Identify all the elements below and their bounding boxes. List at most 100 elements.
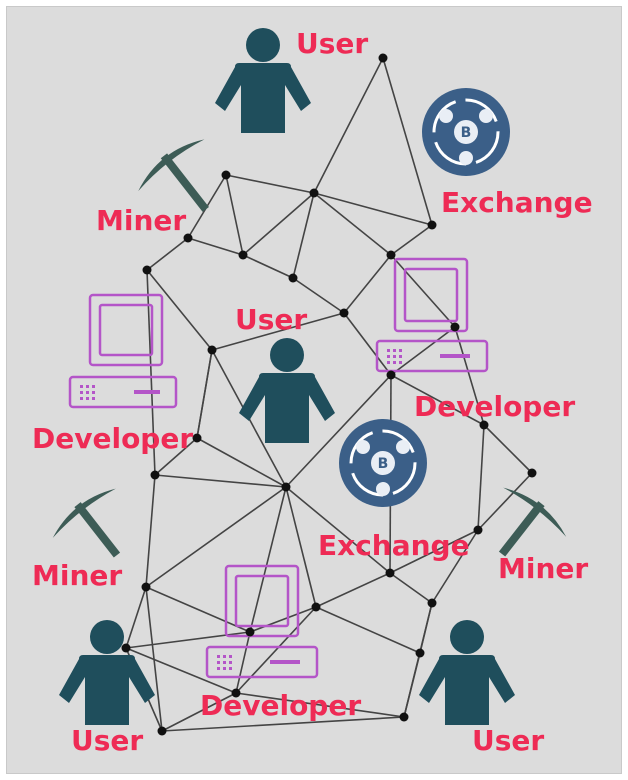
network-node (142, 265, 152, 275)
network-edges (125, 57, 533, 732)
network-node (221, 170, 231, 180)
network-node (288, 273, 298, 283)
network-edge (125, 647, 237, 694)
svg-text:B: B (461, 125, 472, 141)
network-edge (313, 192, 392, 256)
network-edge (389, 572, 433, 604)
network-node (399, 712, 409, 722)
network-node (238, 250, 248, 260)
network-node (150, 470, 160, 480)
network-node (311, 602, 321, 612)
label-developer-right: Developer (414, 390, 575, 423)
network-edge (390, 254, 456, 328)
network-edge (145, 474, 156, 588)
network-edge (235, 692, 405, 718)
label-user-center: User (235, 303, 307, 336)
network-node (141, 582, 151, 592)
label-developer-bottom: Developer (200, 689, 361, 722)
network-edge (225, 174, 315, 194)
network-edge (454, 326, 485, 426)
label-miner-right: Miner (498, 552, 588, 585)
network-edge (242, 192, 315, 256)
network-node (473, 525, 483, 535)
network-edge (390, 326, 456, 376)
network-edge (249, 486, 287, 633)
label-miner-top: Miner (96, 204, 186, 237)
computer-icon-left (68, 293, 178, 409)
network-edge (145, 586, 163, 732)
network-edge (390, 374, 485, 426)
network-edge (390, 224, 433, 256)
network-node (121, 643, 131, 653)
label-exchange-center: Exchange (318, 529, 470, 562)
network-edge (249, 606, 317, 633)
network-edge (154, 474, 287, 488)
network-node (183, 233, 193, 243)
computer-icon-bottom (205, 564, 319, 679)
network-edge (389, 529, 479, 574)
network-edge (477, 424, 485, 531)
network-node (231, 688, 241, 698)
network-edge (477, 472, 533, 531)
network-edge (161, 716, 405, 732)
network-edge (403, 602, 433, 718)
network-node (245, 627, 255, 637)
network-edge (343, 312, 392, 376)
network-node (479, 420, 489, 430)
label-user-top: User (296, 27, 368, 60)
pickaxe-icon-right (498, 487, 567, 557)
network-node (386, 250, 396, 260)
network-node (157, 726, 167, 736)
network-nodes (121, 53, 537, 736)
network-edge (211, 312, 345, 351)
pickaxe-icon-left (52, 488, 121, 558)
network-node (309, 188, 319, 198)
network-edge (483, 424, 533, 474)
network-edge (343, 254, 392, 314)
network-edge (196, 349, 213, 439)
network-edge (292, 192, 315, 279)
network-node (207, 345, 217, 355)
pickaxe-icon-top (138, 139, 209, 212)
network-node (385, 568, 395, 578)
network-edge (292, 277, 345, 314)
network-edge (313, 192, 433, 226)
network-edge (285, 486, 391, 574)
network-edge (242, 254, 294, 279)
network-edge (313, 57, 384, 194)
network-edge (235, 606, 317, 694)
bitcoin-exchange-icon-top: B (422, 88, 510, 176)
network-edge (154, 437, 198, 476)
network-edge (125, 631, 251, 649)
network-node (427, 220, 437, 230)
network-edge (145, 586, 251, 633)
network-edge (125, 586, 147, 649)
network-node (427, 598, 437, 608)
person-icon-bottom-left (59, 620, 155, 725)
person-icon-top (215, 28, 311, 133)
network-node (450, 322, 460, 332)
label-miner-left: Miner (32, 559, 122, 592)
network-edge (161, 692, 237, 732)
network-node (386, 370, 396, 380)
network-edge (431, 529, 479, 604)
bitcoin-exchange-icon-center: B (339, 419, 427, 507)
network-node (192, 433, 202, 443)
network-edge (235, 631, 251, 694)
network-edge (285, 486, 317, 608)
network-edge (187, 237, 244, 256)
network-edge (146, 237, 189, 271)
network-node (378, 53, 388, 63)
network-edge (225, 174, 244, 256)
svg-text:B: B (378, 456, 389, 472)
network-edge (285, 374, 392, 488)
label-developer-left: Developer (32, 422, 193, 455)
network-node (415, 648, 425, 658)
network-node (339, 308, 349, 318)
network-node (527, 468, 537, 478)
label-exchange-top: Exchange (441, 186, 593, 219)
label-user-bottom-right: User (472, 724, 544, 757)
network-edge (196, 437, 287, 488)
network-edge (315, 606, 421, 654)
